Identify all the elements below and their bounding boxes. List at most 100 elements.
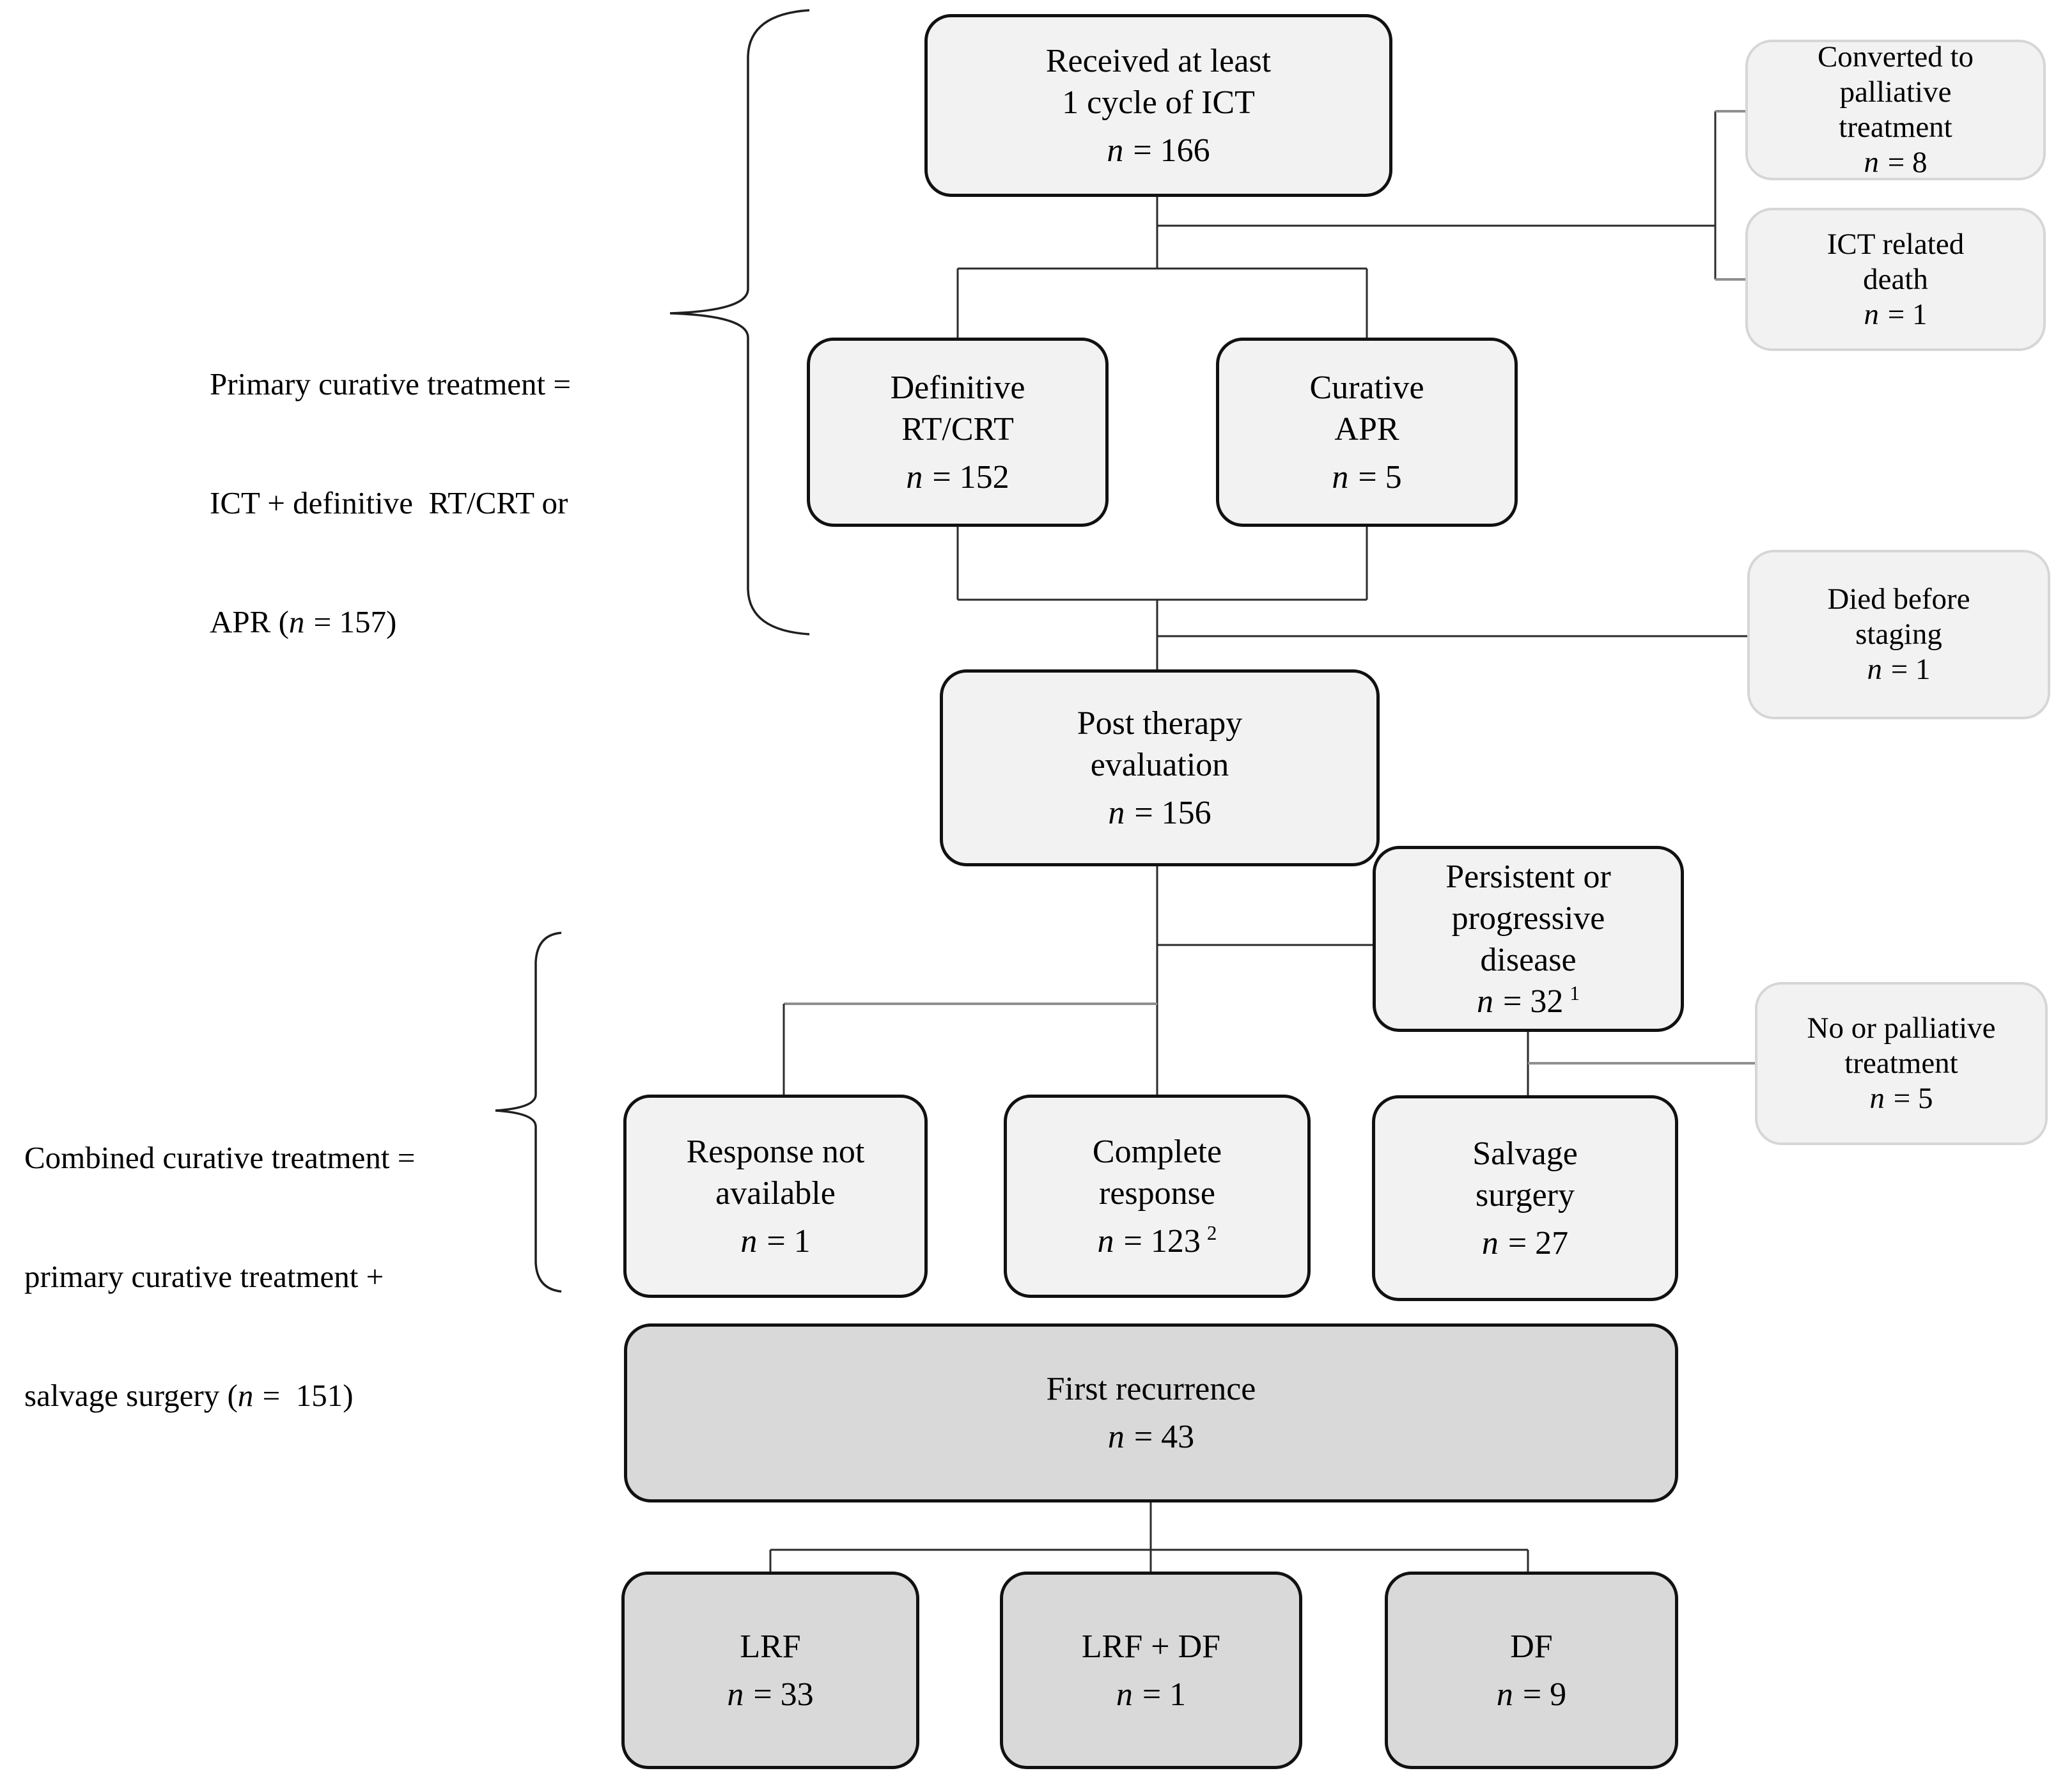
box-count: n = 5 <box>1332 457 1401 498</box>
n-symbol: n <box>906 458 923 496</box>
box-response-not-available: Response not available n = 1 <box>623 1095 928 1298</box>
n-value: = 43 <box>1125 1419 1195 1455</box>
box-definitive-rtcrt: Definitive RT/CRT n = 152 <box>807 338 1109 527</box>
box-text-line: available <box>715 1174 836 1212</box>
box-text-line: DF <box>1510 1628 1553 1665</box>
n-symbol: n <box>727 1676 744 1713</box>
box-text-line: 1 cycle of ICT <box>1062 84 1255 121</box>
box-text-line: surgery <box>1475 1176 1575 1213</box>
box-text-line: ICT related <box>1827 227 1965 261</box>
annotation-text: salvage surgery ( <box>24 1378 238 1413</box>
n-symbol: n <box>1116 1676 1133 1713</box>
box-converted-palliative: Converted to palliative treatment n = 8 <box>1745 40 2046 180</box>
box-count: n = 5 <box>1869 1081 1933 1116</box>
footnote-marker: 1 <box>1570 982 1580 1005</box>
box-post-therapy-evaluation: Post therapy evaluation n = 156 <box>940 669 1380 866</box>
annotation-text: APR ( <box>210 604 289 639</box>
box-count: n = 166 <box>1107 130 1210 171</box>
box-text-line: Complete <box>1092 1133 1222 1170</box>
box-received-ict: Received at least 1 cycle of ICT n = 166 <box>924 14 1392 197</box>
box-count: n = 9 <box>1497 1674 1566 1715</box>
n-value: = 32 <box>1495 983 1564 1020</box>
box-text-line: staging <box>1855 618 1942 651</box>
box-text-line: Post therapy <box>1077 705 1243 742</box>
box-df: DF n = 9 <box>1385 1572 1678 1769</box>
n-value: = 123 <box>1115 1222 1201 1260</box>
box-first-recurrence: First recurrence n = 43 <box>624 1323 1678 1502</box>
n-value: = 5 <box>1885 1082 1933 1115</box>
annotation-line: Combined curative treatment = <box>24 1140 416 1175</box>
box-no-palliative-treatment: No or palliative treatment n = 5 <box>1755 982 2048 1145</box>
box-count: n = 156 <box>1108 792 1211 834</box>
n-symbol: n <box>1864 297 1879 331</box>
annotation-line: ICT + definitive RT/CRT or <box>210 485 568 520</box>
box-text-line: evaluation <box>1090 746 1229 783</box>
box-text-line: APR <box>1334 410 1399 448</box>
box-count: n = 27 <box>1482 1222 1568 1264</box>
box-count: n = 33 <box>727 1674 813 1715</box>
n-symbol: n <box>1496 1676 1513 1713</box>
brace-combined-curative <box>495 932 562 1293</box>
box-text-line: RT/CRT <box>901 410 1014 448</box>
box-persistent-progressive-disease: Persistent or progressive disease n = 32… <box>1373 846 1684 1032</box>
n-symbol: n <box>1864 146 1879 179</box>
box-text-line: LRF <box>740 1628 801 1665</box>
n-symbol: n <box>1481 1224 1499 1261</box>
box-text-line: treatment <box>1844 1047 1958 1080</box>
box-text-line: death <box>1863 262 1928 296</box>
box-died-before-staging: Died before staging n = 1 <box>1747 550 2050 719</box>
box-text-line: palliative <box>1839 75 1952 109</box>
box-lrf-df: LRF + DF n = 1 <box>1000 1572 1302 1769</box>
box-text-line: treatment <box>1839 111 1952 144</box>
box-text-line: No or palliative <box>1807 1011 1996 1045</box>
annotation-line: salvage surgery (n = 151) <box>24 1376 529 1416</box>
n-value: = 5 <box>1350 458 1402 496</box>
annotation-line: Primary curative treatment = <box>210 366 572 402</box>
n-value: = 1 <box>1133 1676 1187 1713</box>
box-salvage-surgery: Salvage surgery n = 27 <box>1372 1095 1678 1301</box>
box-text-line: disease <box>1480 941 1577 978</box>
annotation-combined-curative: Combined curative treatment = primary cu… <box>24 1059 529 1495</box>
annotation-text: = 157) <box>306 604 397 639</box>
n-symbol: n <box>237 1378 254 1413</box>
connector-lines <box>769 110 1755 1572</box>
n-value: = 156 <box>1126 794 1211 831</box>
n-value: = 8 <box>1880 146 1928 179</box>
n-value: = 1 <box>1883 653 1931 686</box>
n-value: = 9 <box>1514 1676 1567 1713</box>
box-text-line: LRF + DF <box>1081 1628 1221 1665</box>
box-text-line: response <box>1099 1174 1215 1212</box>
brace-primary-curative <box>669 9 810 636</box>
box-text-line: Curative <box>1309 369 1424 406</box>
box-text-line: progressive <box>1451 900 1605 937</box>
n-value: = 166 <box>1125 132 1210 169</box>
n-symbol: n <box>1332 458 1349 496</box>
box-count: n = 1 <box>1116 1674 1186 1715</box>
box-ict-related-death: ICT related death n = 1 <box>1745 208 2046 351</box>
box-count: n = 152 <box>906 457 1009 498</box>
box-count: n = 8 <box>1864 145 1927 180</box>
box-count: n = 1 <box>1867 652 1930 687</box>
annotation-text: = 151) <box>254 1378 354 1413</box>
n-value: = 1 <box>1880 297 1928 331</box>
footnote-marker: 2 <box>1206 1222 1217 1245</box>
n-symbol: n <box>1097 1222 1114 1260</box>
box-text-line: Salvage <box>1472 1135 1578 1172</box>
n-value: = 152 <box>924 458 1009 496</box>
n-value: = 27 <box>1499 1224 1569 1261</box>
n-symbol: n <box>1867 653 1882 686</box>
box-text-line: Died before <box>1827 582 1970 616</box>
n-value: = 33 <box>745 1676 814 1713</box>
box-count: n = 1 <box>740 1221 810 1262</box>
n-symbol: n <box>1869 1082 1885 1115</box>
box-text-line: Definitive <box>890 369 1025 406</box>
n-symbol: n <box>1107 132 1124 169</box>
box-text-line: First recurrence <box>1046 1371 1256 1407</box>
box-text-line: Received at least <box>1045 42 1272 79</box>
annotation-line: primary curative treatment + <box>24 1259 384 1294</box>
annotation-line: APR (n = 157) <box>210 602 715 642</box>
